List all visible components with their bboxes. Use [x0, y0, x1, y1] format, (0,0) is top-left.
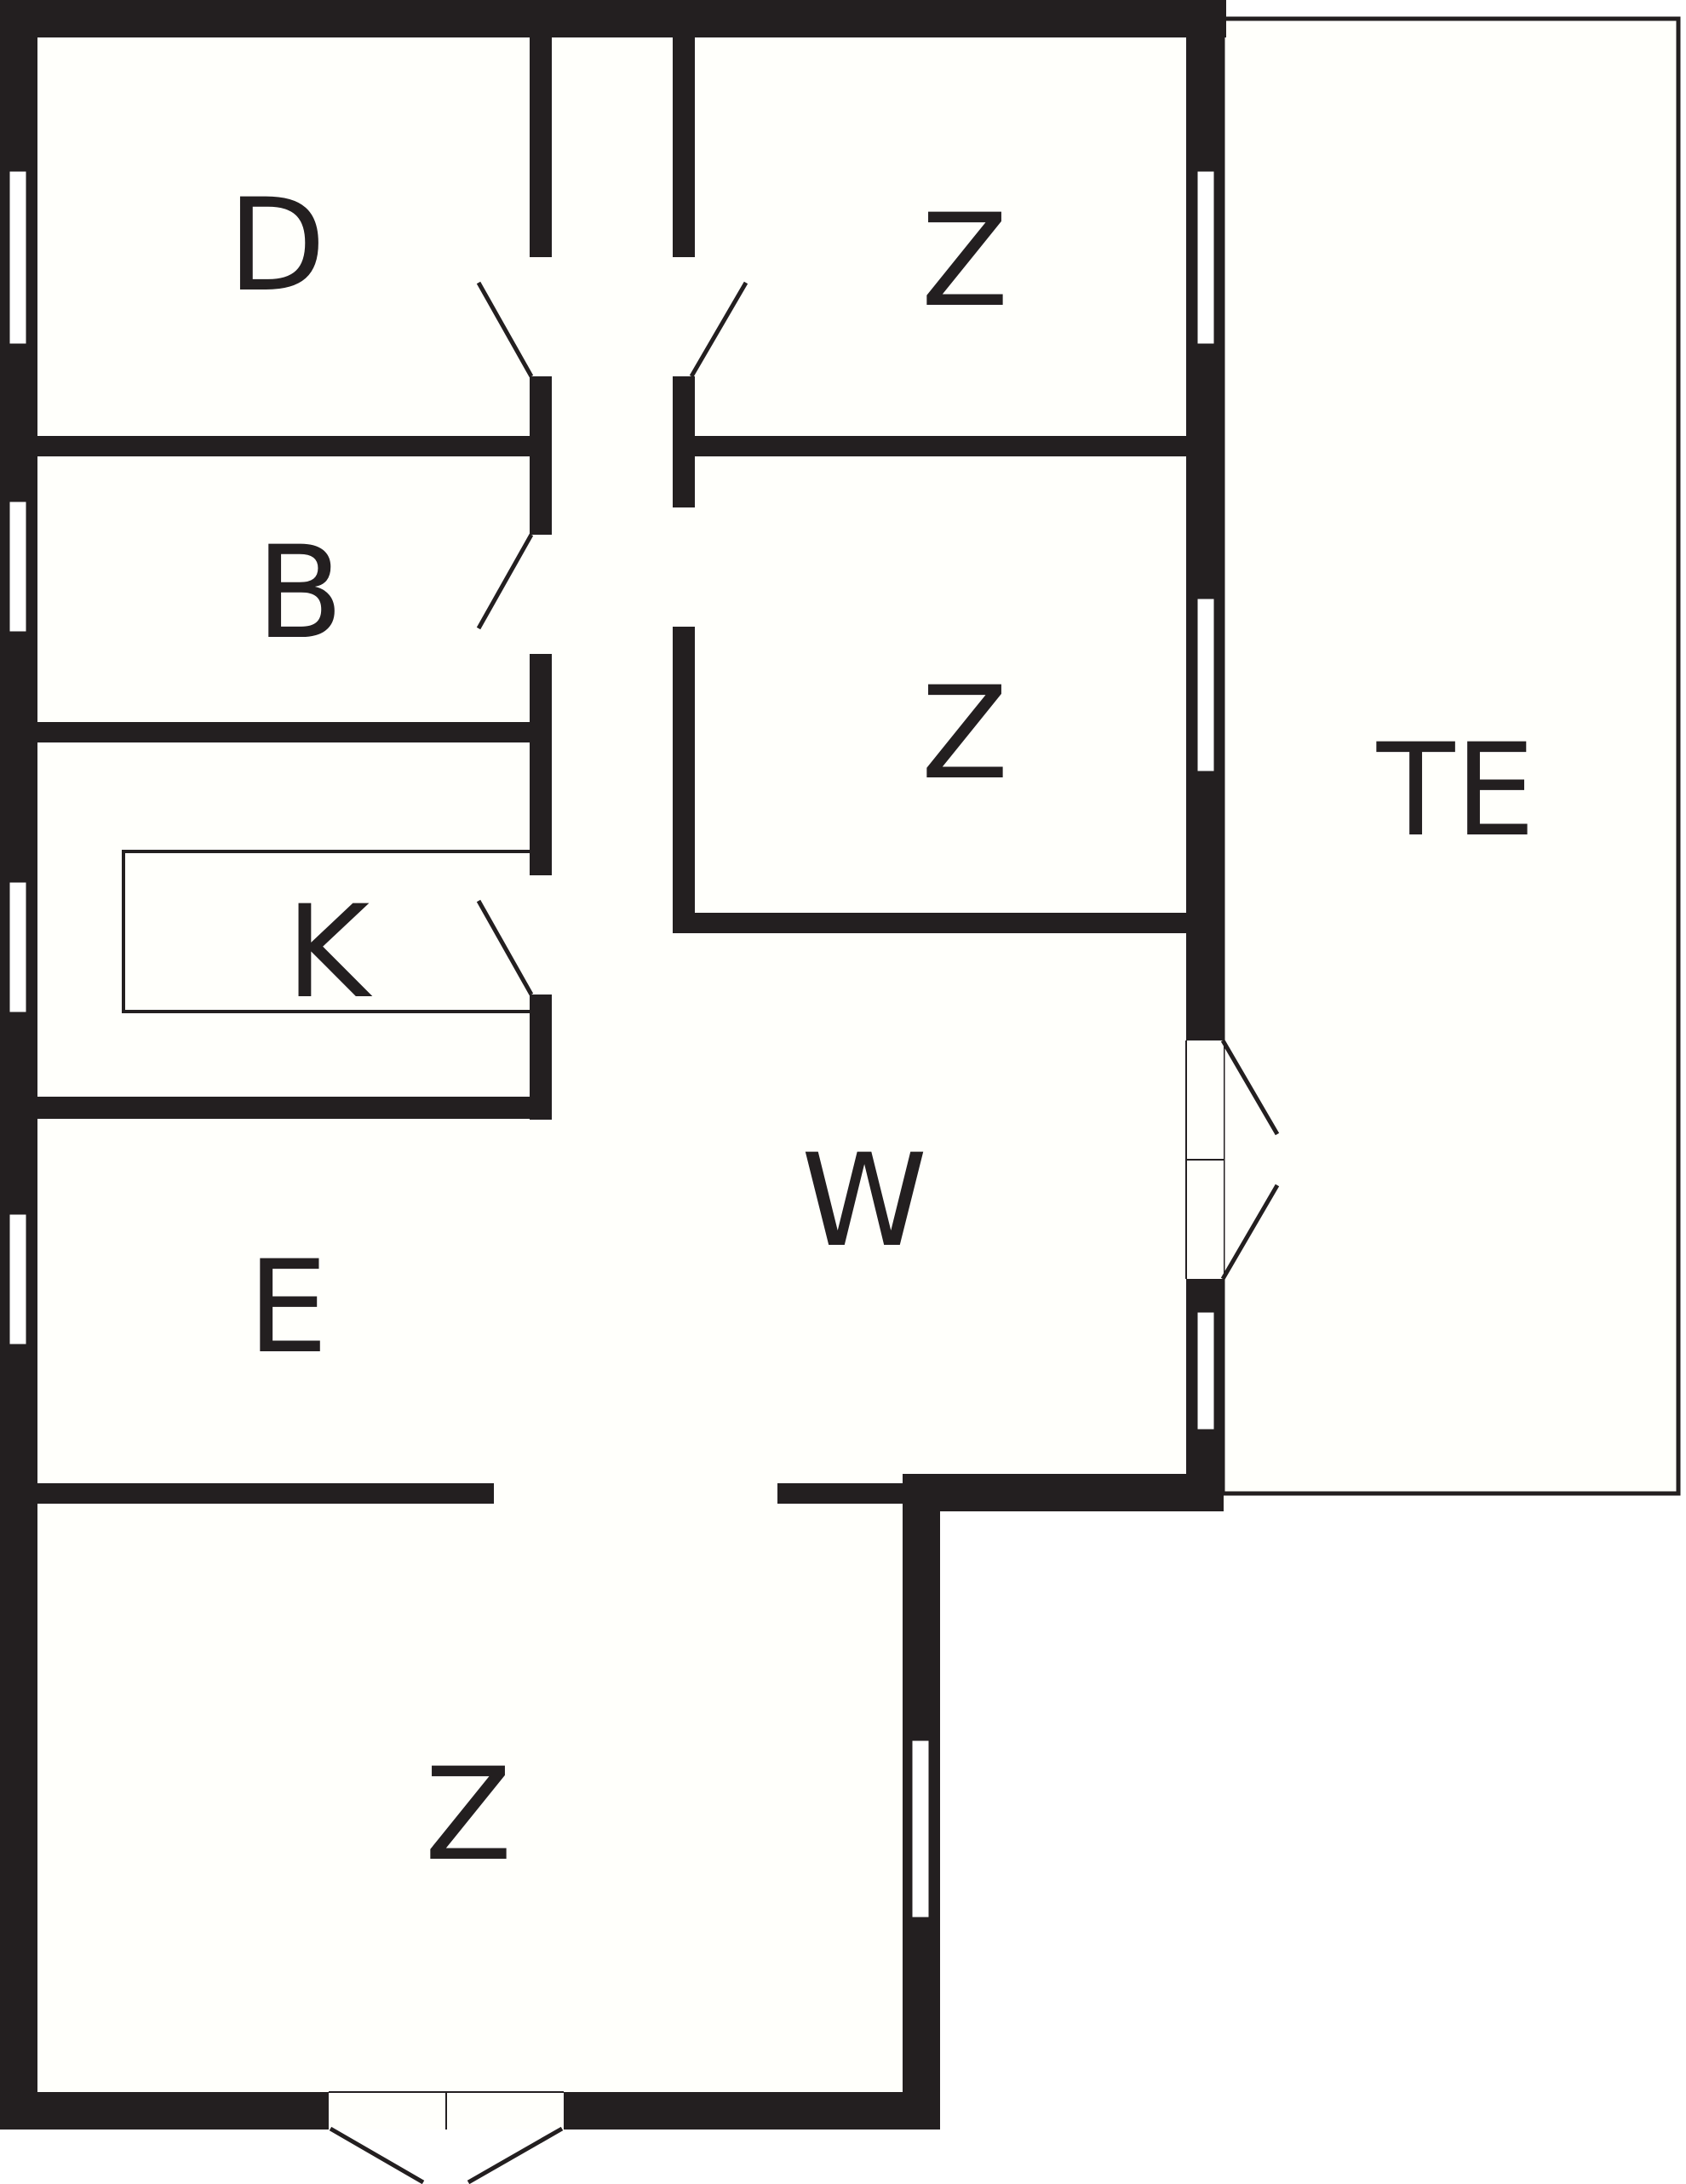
- window: [1195, 1310, 1217, 1432]
- outer-walls: [0, 0, 1226, 2130]
- window: [7, 880, 29, 1015]
- door-swing-k: [476, 899, 534, 996]
- wall-step-horizontal: [903, 1474, 1224, 1511]
- window: [7, 499, 29, 634]
- door-swing-entrance-right: [467, 2126, 564, 2184]
- door-swings: [329, 281, 1280, 2184]
- door-gap-k: [530, 875, 552, 995]
- room-label-w: W: [801, 1127, 927, 1275]
- door-gap-z-mid: [673, 507, 695, 627]
- wall-k-e: [26, 1097, 552, 1119]
- door-gap-z-top: [673, 257, 695, 376]
- room-label-z-top: Z: [921, 187, 1009, 335]
- room-label-e: E: [248, 1234, 329, 1382]
- room-label-b: B: [256, 519, 344, 668]
- windows: [7, 169, 1217, 1920]
- room-label-d: D: [227, 172, 326, 320]
- room-label-z-bottom: Z: [425, 1741, 513, 1889]
- wall-d-b: [26, 436, 552, 456]
- window: [1195, 169, 1217, 347]
- kitchen-counter: [122, 850, 530, 1013]
- door-swing-b: [476, 533, 534, 630]
- room-label-z-mid: Z: [921, 660, 1009, 808]
- room-label-k: K: [286, 879, 373, 1027]
- wall-top: [0, 0, 1226, 37]
- wall-e-z-left: [26, 1483, 494, 1504]
- floor-terrace: [1223, 19, 1679, 1493]
- floor-main: [17, 21, 1226, 1503]
- door-swing-terrace-lower: [1220, 1184, 1280, 1281]
- window: [909, 1738, 932, 1920]
- wall-corridor-right: [673, 26, 695, 933]
- door-swing-z-top: [689, 281, 748, 378]
- door-sills: [329, 1040, 1224, 2130]
- room-label-te: TE: [1376, 717, 1535, 865]
- wall-z-w: [673, 913, 1192, 933]
- wall-e-z-right: [777, 1483, 914, 1504]
- window: [1195, 596, 1217, 774]
- floor-bottom: [17, 1494, 937, 2099]
- door-swing-terrace-upper: [1220, 1039, 1280, 1136]
- door-gap-b: [530, 535, 552, 654]
- window: [7, 169, 29, 347]
- wall-b-k: [26, 722, 552, 742]
- wall-z-z: [673, 436, 1192, 456]
- wall-left: [0, 0, 37, 2129]
- floor-fills: [17, 19, 1679, 2099]
- window: [7, 1212, 29, 1347]
- room-labels: D B K E Z Z W TE Z: [227, 172, 1535, 1889]
- door-gap-d: [530, 257, 552, 376]
- door-swing-entrance-left: [329, 2126, 425, 2184]
- door-swing-d: [476, 281, 534, 378]
